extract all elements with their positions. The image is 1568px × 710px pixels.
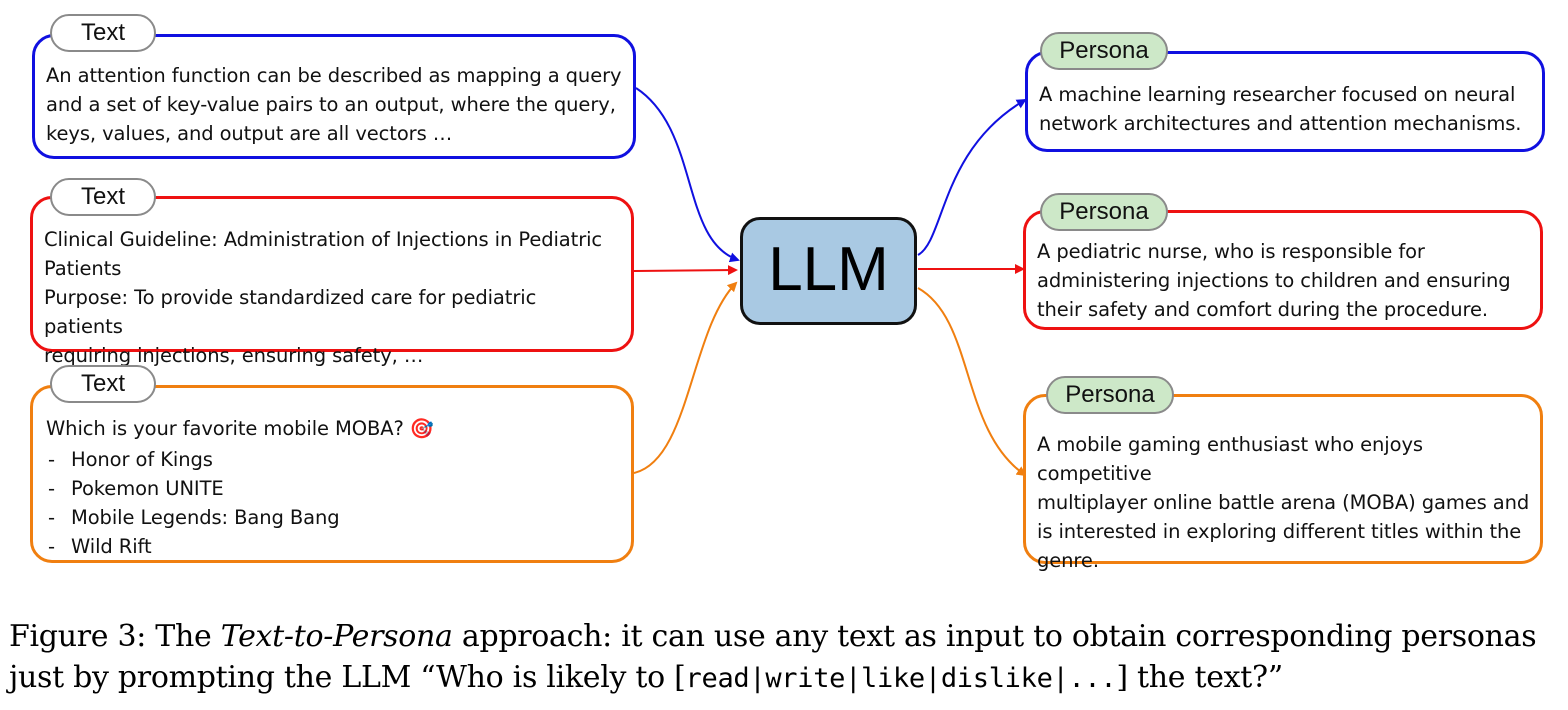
figure-caption: Figure 3: The Text-to-Persona approach: … <box>9 616 1564 699</box>
output-persona-box-researcher: A machine learning researcher focused on… <box>1025 51 1545 152</box>
arrow-llm-to-persona3 <box>917 287 1027 477</box>
list-dash: - <box>48 477 55 500</box>
persona-line: A pediatric nurse, who is responsible fo… <box>1037 240 1425 263</box>
text-line: Purpose: To provide standardized care fo… <box>44 286 537 338</box>
text-tag: Text <box>50 14 156 52</box>
caption-middle: approach: it can use any text as input t… <box>9 619 1537 695</box>
persona-line: multiplayer online battle arena (MOBA) g… <box>1037 491 1530 514</box>
list-item-label: Mobile Legends: Bang Bang <box>71 506 340 529</box>
text-line: requiring injections, ensuring safety, … <box>44 344 424 367</box>
caption-italic-term: Text-to-Persona <box>220 619 453 654</box>
connector-arrows <box>633 87 1027 477</box>
input-text-box-attention: An attention function can be described a… <box>32 34 636 159</box>
list-item: -Wild Rift <box>46 532 621 561</box>
list-item: -Honor of Kings <box>46 445 621 474</box>
arrow-llm-to-persona1 <box>917 98 1027 256</box>
input-text-box-clinical: Clinical Guideline: Administration of In… <box>30 196 634 367</box>
list-dash: - <box>48 506 55 529</box>
output-persona-box-gamer: A mobile gaming enthusiast who enjoys co… <box>1023 394 1543 572</box>
list-item: -Mobile Legends: Bang Bang <box>46 503 621 532</box>
persona-line: network architectures and attention mech… <box>1039 112 1522 135</box>
caption-prefix: Figure 3: The <box>9 619 221 654</box>
persona-line: genre. <box>1037 549 1099 572</box>
persona-tag: Persona <box>1040 193 1168 231</box>
list-dash: - <box>48 535 55 558</box>
persona-line: their safety and comfort during the proc… <box>1037 298 1489 321</box>
text-tag: Text <box>50 365 156 403</box>
persona-line: is interested in exploring different tit… <box>1037 520 1522 543</box>
list-item: -Pokemon UNITE <box>46 474 621 503</box>
persona-tag: Persona <box>1040 32 1168 70</box>
caption-suffix: ] the text?” <box>1116 660 1283 695</box>
list-dash: - <box>48 448 55 471</box>
text-line: Patients <box>44 257 122 280</box>
input-text-box-moba: Which is your favorite mobile MOBA? 🎯 -H… <box>30 385 634 563</box>
persona-tag: Persona <box>1046 376 1174 414</box>
arrow-text2-to-llm <box>633 265 738 276</box>
llm-node: LLM <box>740 217 917 325</box>
list-item-label: Honor of Kings <box>71 448 213 471</box>
arrow-text1-to-llm <box>635 87 740 263</box>
list-item-label: Wild Rift <box>71 535 152 558</box>
text-line: keys, values, and output are all vectors… <box>46 122 453 145</box>
persona-line: administering injections to children and… <box>1037 269 1511 292</box>
text-line: and a set of key-value pairs to an outpu… <box>46 93 616 116</box>
list-item-label: Pokemon UNITE <box>71 477 224 500</box>
text-tag: Text <box>50 178 156 216</box>
text-line: Clinical Guideline: Administration of In… <box>44 228 603 251</box>
caption-code: read|write|like|dislike|... <box>685 663 1117 694</box>
text-line: An attention function can be described a… <box>46 64 622 87</box>
persona-line: A mobile gaming enthusiast who enjoys co… <box>1037 433 1423 485</box>
persona-line: A machine learning researcher focused on… <box>1039 83 1516 106</box>
arrow-text3-to-llm <box>633 281 738 474</box>
moba-question: Which is your favorite mobile MOBA? 🎯 <box>46 417 435 440</box>
